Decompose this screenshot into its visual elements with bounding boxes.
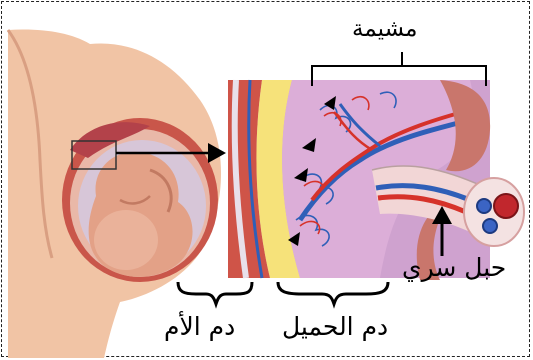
- fetal-blood-label: دم الحميل: [282, 314, 388, 339]
- placenta-label: مشيمة: [352, 18, 417, 41]
- maternal-blood-brace: [178, 282, 252, 304]
- pregnant-body: [8, 30, 221, 358]
- umbilical-cord-label: حبل سري: [402, 255, 506, 280]
- maternal-blood-label: دم الأم: [164, 314, 235, 339]
- fetal-blood-brace: [278, 282, 388, 304]
